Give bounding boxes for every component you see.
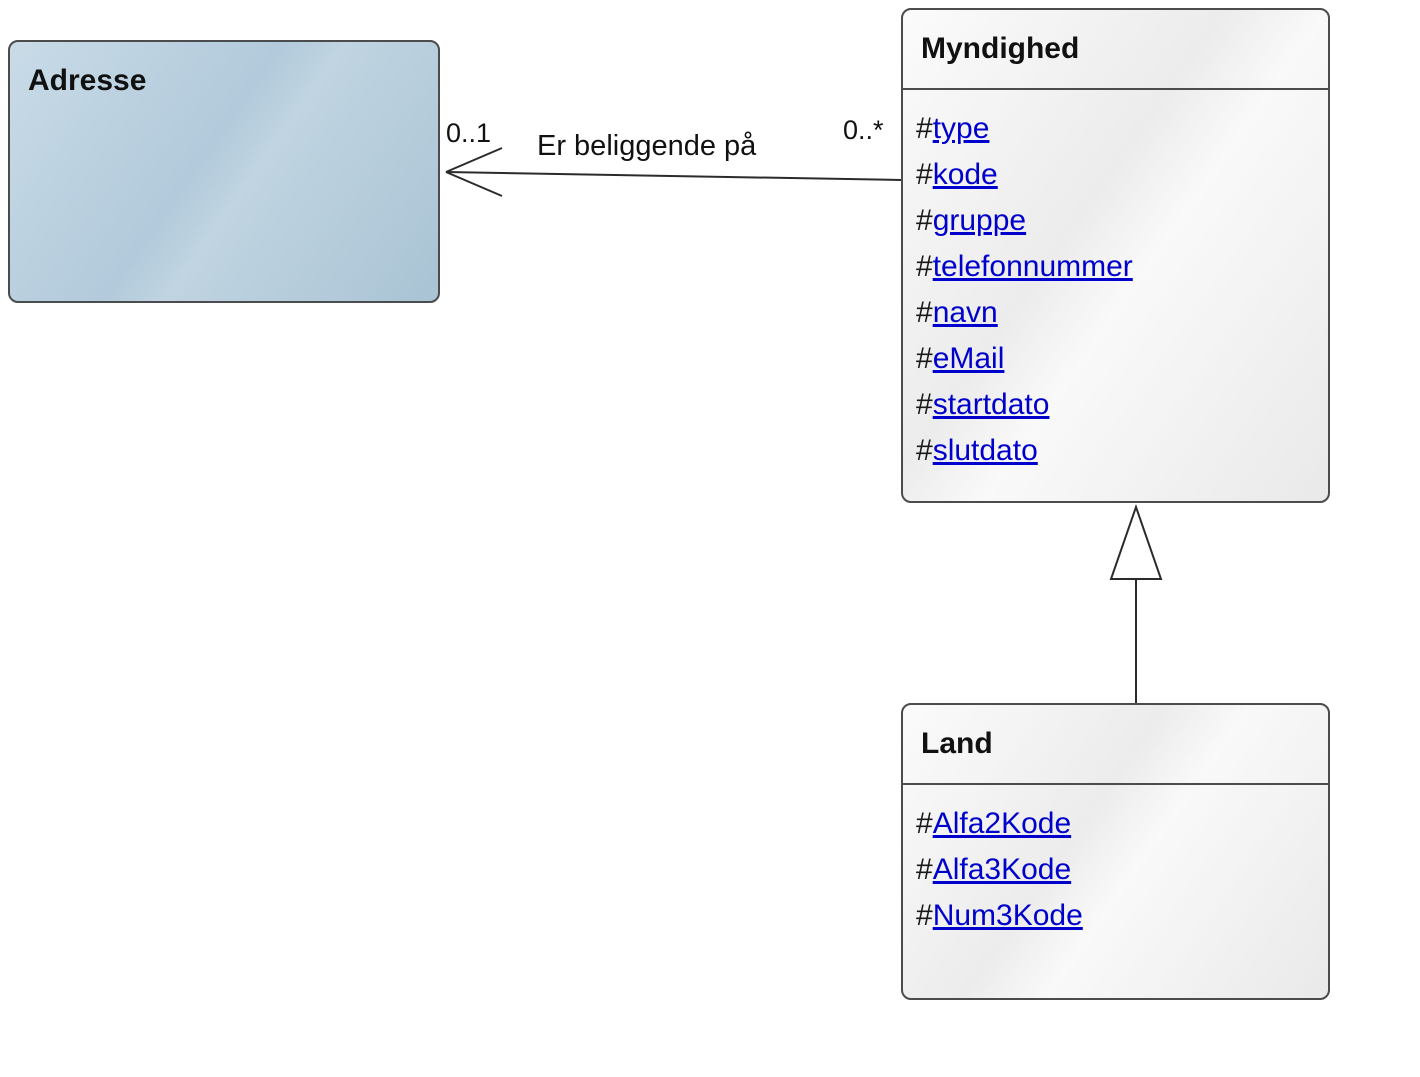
attribute-row: #telefonnummer bbox=[916, 244, 1328, 290]
visibility-marker: # bbox=[916, 807, 933, 840]
attribute-link[interactable]: Num3Kode bbox=[932, 899, 1083, 932]
class-land[interactable]: Land #Alfa2Kode#Alfa3Kode#Num3Kode bbox=[901, 703, 1330, 1000]
association-label: Er beliggende på bbox=[537, 130, 757, 162]
visibility-marker: # bbox=[916, 112, 933, 145]
attribute-link[interactable]: eMail bbox=[932, 342, 1005, 375]
visibility-marker: # bbox=[916, 342, 933, 375]
class-adresse[interactable]: Adresse bbox=[8, 40, 440, 303]
visibility-marker: # bbox=[916, 250, 933, 283]
visibility-marker: # bbox=[916, 434, 933, 467]
visibility-marker: # bbox=[916, 296, 933, 329]
class-title-adresse: Adresse bbox=[28, 64, 147, 97]
attribute-link[interactable]: startdato bbox=[932, 388, 1050, 421]
class-title-land: Land bbox=[921, 727, 993, 760]
visibility-marker: # bbox=[916, 388, 933, 421]
attribute-row: #slutdato bbox=[916, 428, 1328, 474]
attribute-link[interactable]: telefonnummer bbox=[932, 250, 1133, 283]
attribute-list-land: #Alfa2Kode#Alfa3Kode#Num3Kode bbox=[903, 785, 1328, 939]
class-separator bbox=[903, 783, 1328, 785]
visibility-marker: # bbox=[916, 158, 933, 191]
open-arrowhead-icon bbox=[445, 147, 503, 197]
association-multiplicity-target: 0..1 bbox=[446, 118, 492, 148]
visibility-marker: # bbox=[916, 853, 933, 886]
attribute-row: #Alfa3Kode bbox=[916, 847, 1328, 893]
attribute-row: #gruppe bbox=[916, 198, 1328, 244]
attribute-row: #Num3Kode bbox=[916, 893, 1328, 939]
attribute-row: #kode bbox=[916, 152, 1328, 198]
attribute-row: #type bbox=[916, 106, 1328, 152]
association-multiplicity-source: 0..* bbox=[843, 115, 884, 145]
class-myndighed[interactable]: Myndighed #type#kode#gruppe#telefonnumme… bbox=[901, 8, 1330, 503]
attribute-link[interactable]: gruppe bbox=[932, 204, 1027, 237]
class-title-myndighed: Myndighed bbox=[921, 32, 1080, 65]
attribute-row: #startdato bbox=[916, 382, 1328, 428]
attribute-list-myndighed: #type#kode#gruppe#telefonnummer#navn#eMa… bbox=[903, 90, 1328, 474]
visibility-marker: # bbox=[916, 899, 933, 932]
attribute-row: #navn bbox=[916, 290, 1328, 336]
generalization-triangle-icon bbox=[1109, 503, 1163, 580]
attribute-link[interactable]: Alfa2Kode bbox=[932, 807, 1072, 840]
attribute-link[interactable]: navn bbox=[932, 296, 998, 329]
class-separator bbox=[903, 88, 1328, 90]
attribute-row: #Alfa2Kode bbox=[916, 801, 1328, 847]
attribute-row: #eMail bbox=[916, 336, 1328, 382]
generalization-line bbox=[1109, 503, 1163, 703]
visibility-marker: # bbox=[916, 204, 933, 237]
attribute-link[interactable]: Alfa3Kode bbox=[932, 853, 1072, 886]
attribute-link[interactable]: kode bbox=[932, 158, 998, 191]
attribute-link[interactable]: slutdato bbox=[932, 434, 1038, 467]
attribute-link[interactable]: type bbox=[932, 112, 990, 145]
